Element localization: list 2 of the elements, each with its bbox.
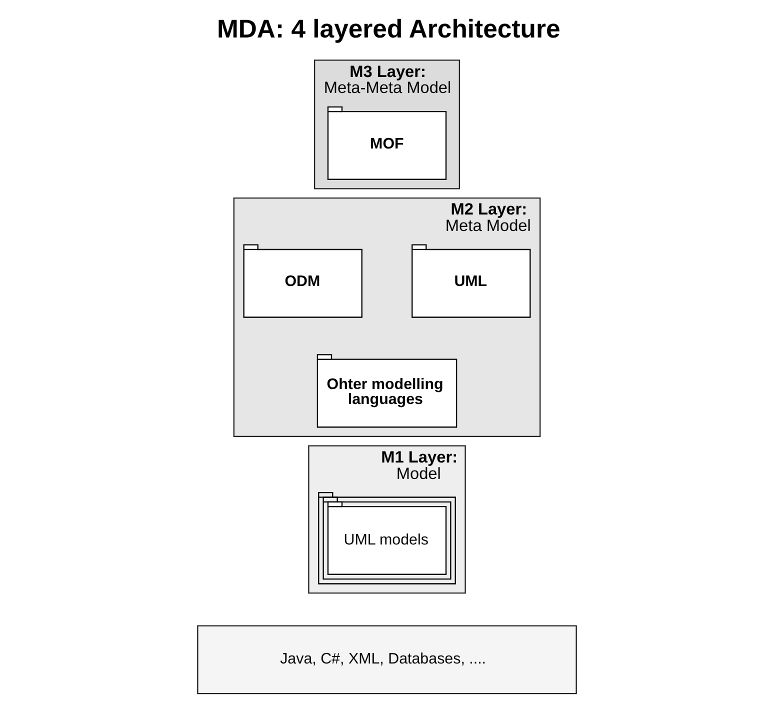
diagram-title: MDA: 4 layered Architecture [216, 15, 560, 44]
node-box: Java, C#, XML, Databases, .... [197, 625, 577, 694]
